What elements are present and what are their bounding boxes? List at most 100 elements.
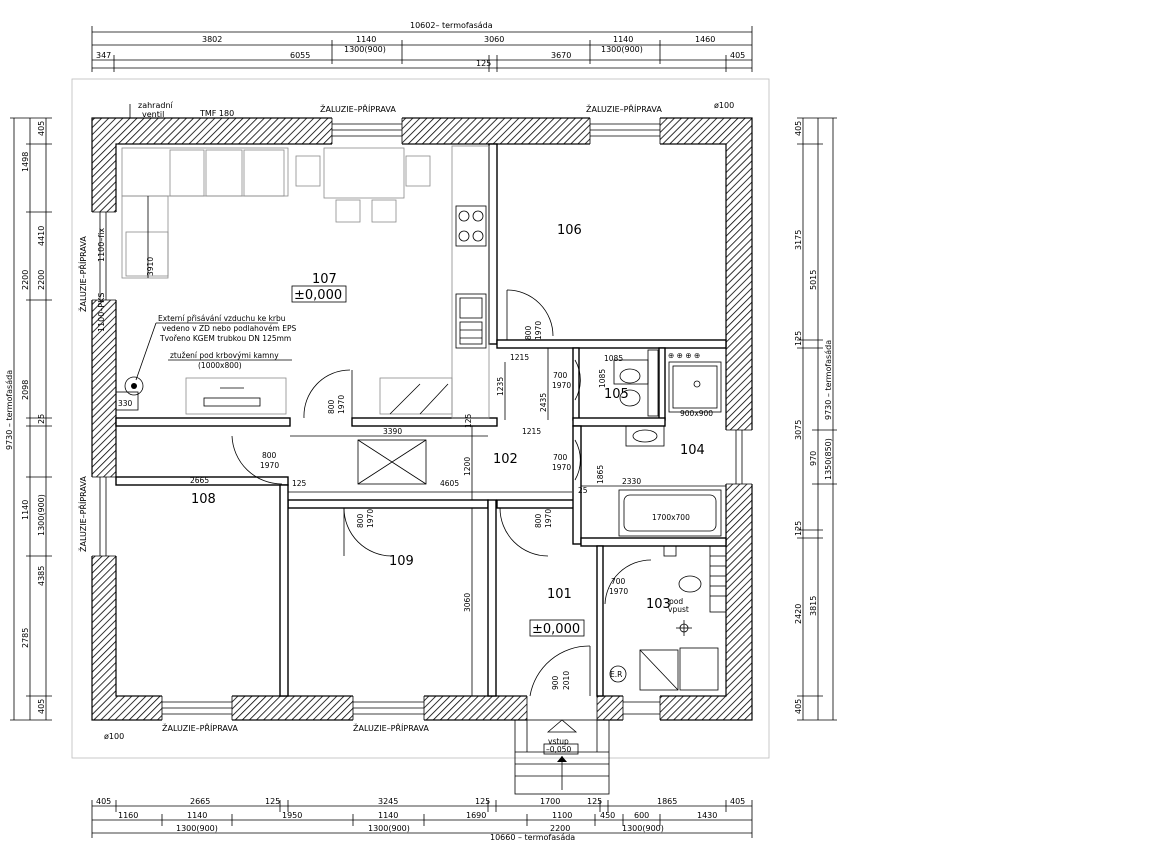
bottom-dim-1950: 1950 (282, 811, 302, 820)
top-dim-6055: 6055 (290, 51, 310, 60)
top-dim-3060: 3060 (484, 35, 504, 44)
bottom-dim-1160: 1160 (118, 811, 138, 820)
bottom-dim-600: 600 (634, 811, 649, 820)
door-entry-w: 900 (551, 675, 560, 690)
zaluzie-left-1: ŽALUZIE–PŘÍPRAVA (77, 236, 88, 312)
left-dim-2098: 2098 (21, 380, 30, 400)
left-dim-4410: 4410 (37, 226, 46, 246)
dim-125-a: 125 (292, 479, 307, 488)
right-dimension-chain: 405 3175 125 3075 125 2420 405 5015 970 … (794, 117, 837, 721)
zaluzie-bottom-2: ŽALUZIE–PŘÍPRAVA (353, 722, 429, 733)
dim-2435: 2435 (539, 393, 548, 412)
bathtub-size: 1700x700 (652, 513, 690, 522)
note-external-air-1: Externí přisávání vzduchu ke krbu (158, 314, 286, 323)
bottom-dim-1300c: 1300(900) (622, 824, 664, 833)
room-101-level-box (529, 619, 585, 637)
dim-2330: 2330 (622, 477, 641, 486)
shower-size: 900x900 (680, 409, 713, 418)
door-109-h: 1970 (366, 509, 375, 528)
left-dim-1140: 1140 (21, 500, 30, 520)
left-dim-405b: 405 (37, 699, 46, 714)
door-107-w: 800 (327, 399, 336, 414)
door-101-w: 800 (534, 513, 543, 528)
door-105-h: 1970 (552, 381, 571, 390)
bottom-dim-3245: 3245 (378, 797, 398, 806)
right-dim-405a: 405 (794, 121, 803, 136)
left-dim-2200b: 2200 (37, 270, 46, 290)
bottom-dim-405b: 405 (730, 797, 745, 806)
right-dim-2420: 2420 (794, 604, 803, 624)
room-103-note-1: pod (669, 597, 683, 606)
bottom-dim-450: 450 (600, 811, 615, 820)
zaluzie-left-2: ŽALUZIE–PŘÍPRAVA (77, 476, 88, 552)
bottom-dim-1140b: 1140 (378, 811, 398, 820)
dim-330: 330 (118, 399, 133, 408)
top-dim-405: 405 (730, 51, 745, 60)
bottom-dim-125b: 125 (475, 797, 490, 806)
bottom-dim-1100: 1100 (552, 811, 572, 820)
zaluzie-top-1: ŽALUZIE–PŘÍPRAVA (320, 103, 396, 114)
zahradni-label-1: zahradní (138, 101, 174, 110)
door-103-w: 700 (611, 577, 626, 586)
skylight (357, 439, 427, 485)
dim-1085-a: 1085 (604, 354, 623, 363)
bathroom-fixtures: 900x900 ⊕ ⊕ ⊕ ⊕ 1700x700 E.R (609, 349, 727, 691)
fix-label: 1100–fix (97, 228, 106, 262)
entry-level: –0,050 (546, 745, 571, 754)
dim-1865: 1865 (596, 465, 605, 484)
dim-3060: 3060 (463, 593, 472, 612)
door-108-h: 1970 (260, 461, 279, 470)
dim-1215-a: 1215 (510, 353, 529, 362)
dim-25: 25 (578, 486, 588, 495)
door-109-w: 800 (356, 513, 365, 528)
note-reinforcement-2: (1000x800) (198, 361, 242, 370)
top-dim-125: 125 (476, 59, 491, 68)
right-dim-405b: 405 (794, 699, 803, 714)
dim-4605: 4605 (440, 479, 459, 488)
room-105-number: 105 (604, 387, 629, 402)
door-swings (231, 289, 652, 697)
annotation-notes: Externí přisávání vzduchu ke krbu vedeno… (135, 314, 297, 381)
interior-dimensions: 3910 330 3390 4605 2665 125 125 1215 121… (116, 196, 726, 696)
room-107-level: ±0,000 (294, 288, 342, 303)
right-dim-5015: 5015 (809, 270, 818, 290)
left-dim-2200a: 2200 (21, 270, 30, 290)
top-dim-3802: 3802 (202, 35, 222, 44)
door-106-w: 800 (524, 325, 533, 340)
note-external-air-3: Tvořeno KGEM trubkou DN 125mm (159, 334, 291, 343)
note-reinforcement-1: ztužení pod krbovými kamny (170, 351, 279, 360)
left-dim-4385: 4385 (37, 566, 46, 586)
room-107-number: 107 (312, 272, 337, 287)
right-total-dim: 9730 – termofasáda (824, 340, 833, 420)
room-numbers: 107 ±0,000 106 105 104 102 108 109 101 ±… (191, 223, 705, 637)
bottom-total-dim: 10660 – termofasáda (490, 833, 575, 842)
phi100-top: ø100 (714, 101, 734, 110)
bottom-dim-125c: 125 (587, 797, 602, 806)
door-106-h: 1970 (534, 321, 543, 340)
pks-label: 1100–PKS (97, 292, 106, 332)
dim-1235: 1235 (496, 377, 505, 396)
bottom-dim-2200: 2200 (550, 824, 570, 833)
dim-1215-b: 1215 (522, 427, 541, 436)
left-dim-405a: 405 (37, 121, 46, 136)
room-107-level-box (291, 285, 347, 303)
door-entry-h: 2010 (562, 671, 571, 690)
door-108-w: 800 (262, 451, 277, 460)
zaluzie-bottom-1: ŽALUZIE–PŘÍPRAVA (162, 722, 238, 733)
room-102-number: 102 (493, 452, 518, 467)
door-105-w: 700 (553, 371, 568, 380)
left-total-dim: 9730 – termofasáda (5, 370, 14, 450)
dim-2665: 2665 (190, 476, 209, 485)
door-103-h: 1970 (609, 587, 628, 596)
right-dim-125a: 125 (794, 331, 803, 346)
bottom-dim-1300a: 1300(900) (176, 824, 218, 833)
top-dim-3670: 3670 (551, 51, 571, 60)
zaluzie-top-2: ŽALUZIE–PŘÍPRAVA (586, 103, 662, 114)
right-dim-1350: 1350(850) (824, 438, 833, 480)
room-103-note-2: vpust (668, 605, 689, 614)
right-dim-3075: 3075 (794, 420, 803, 440)
top-total-dim: 10602– termofasáda (410, 21, 493, 30)
tmf-label: TMF 180 (199, 109, 234, 118)
internal-walls (115, 143, 727, 697)
phi100-bottom: ø100 (104, 732, 124, 741)
